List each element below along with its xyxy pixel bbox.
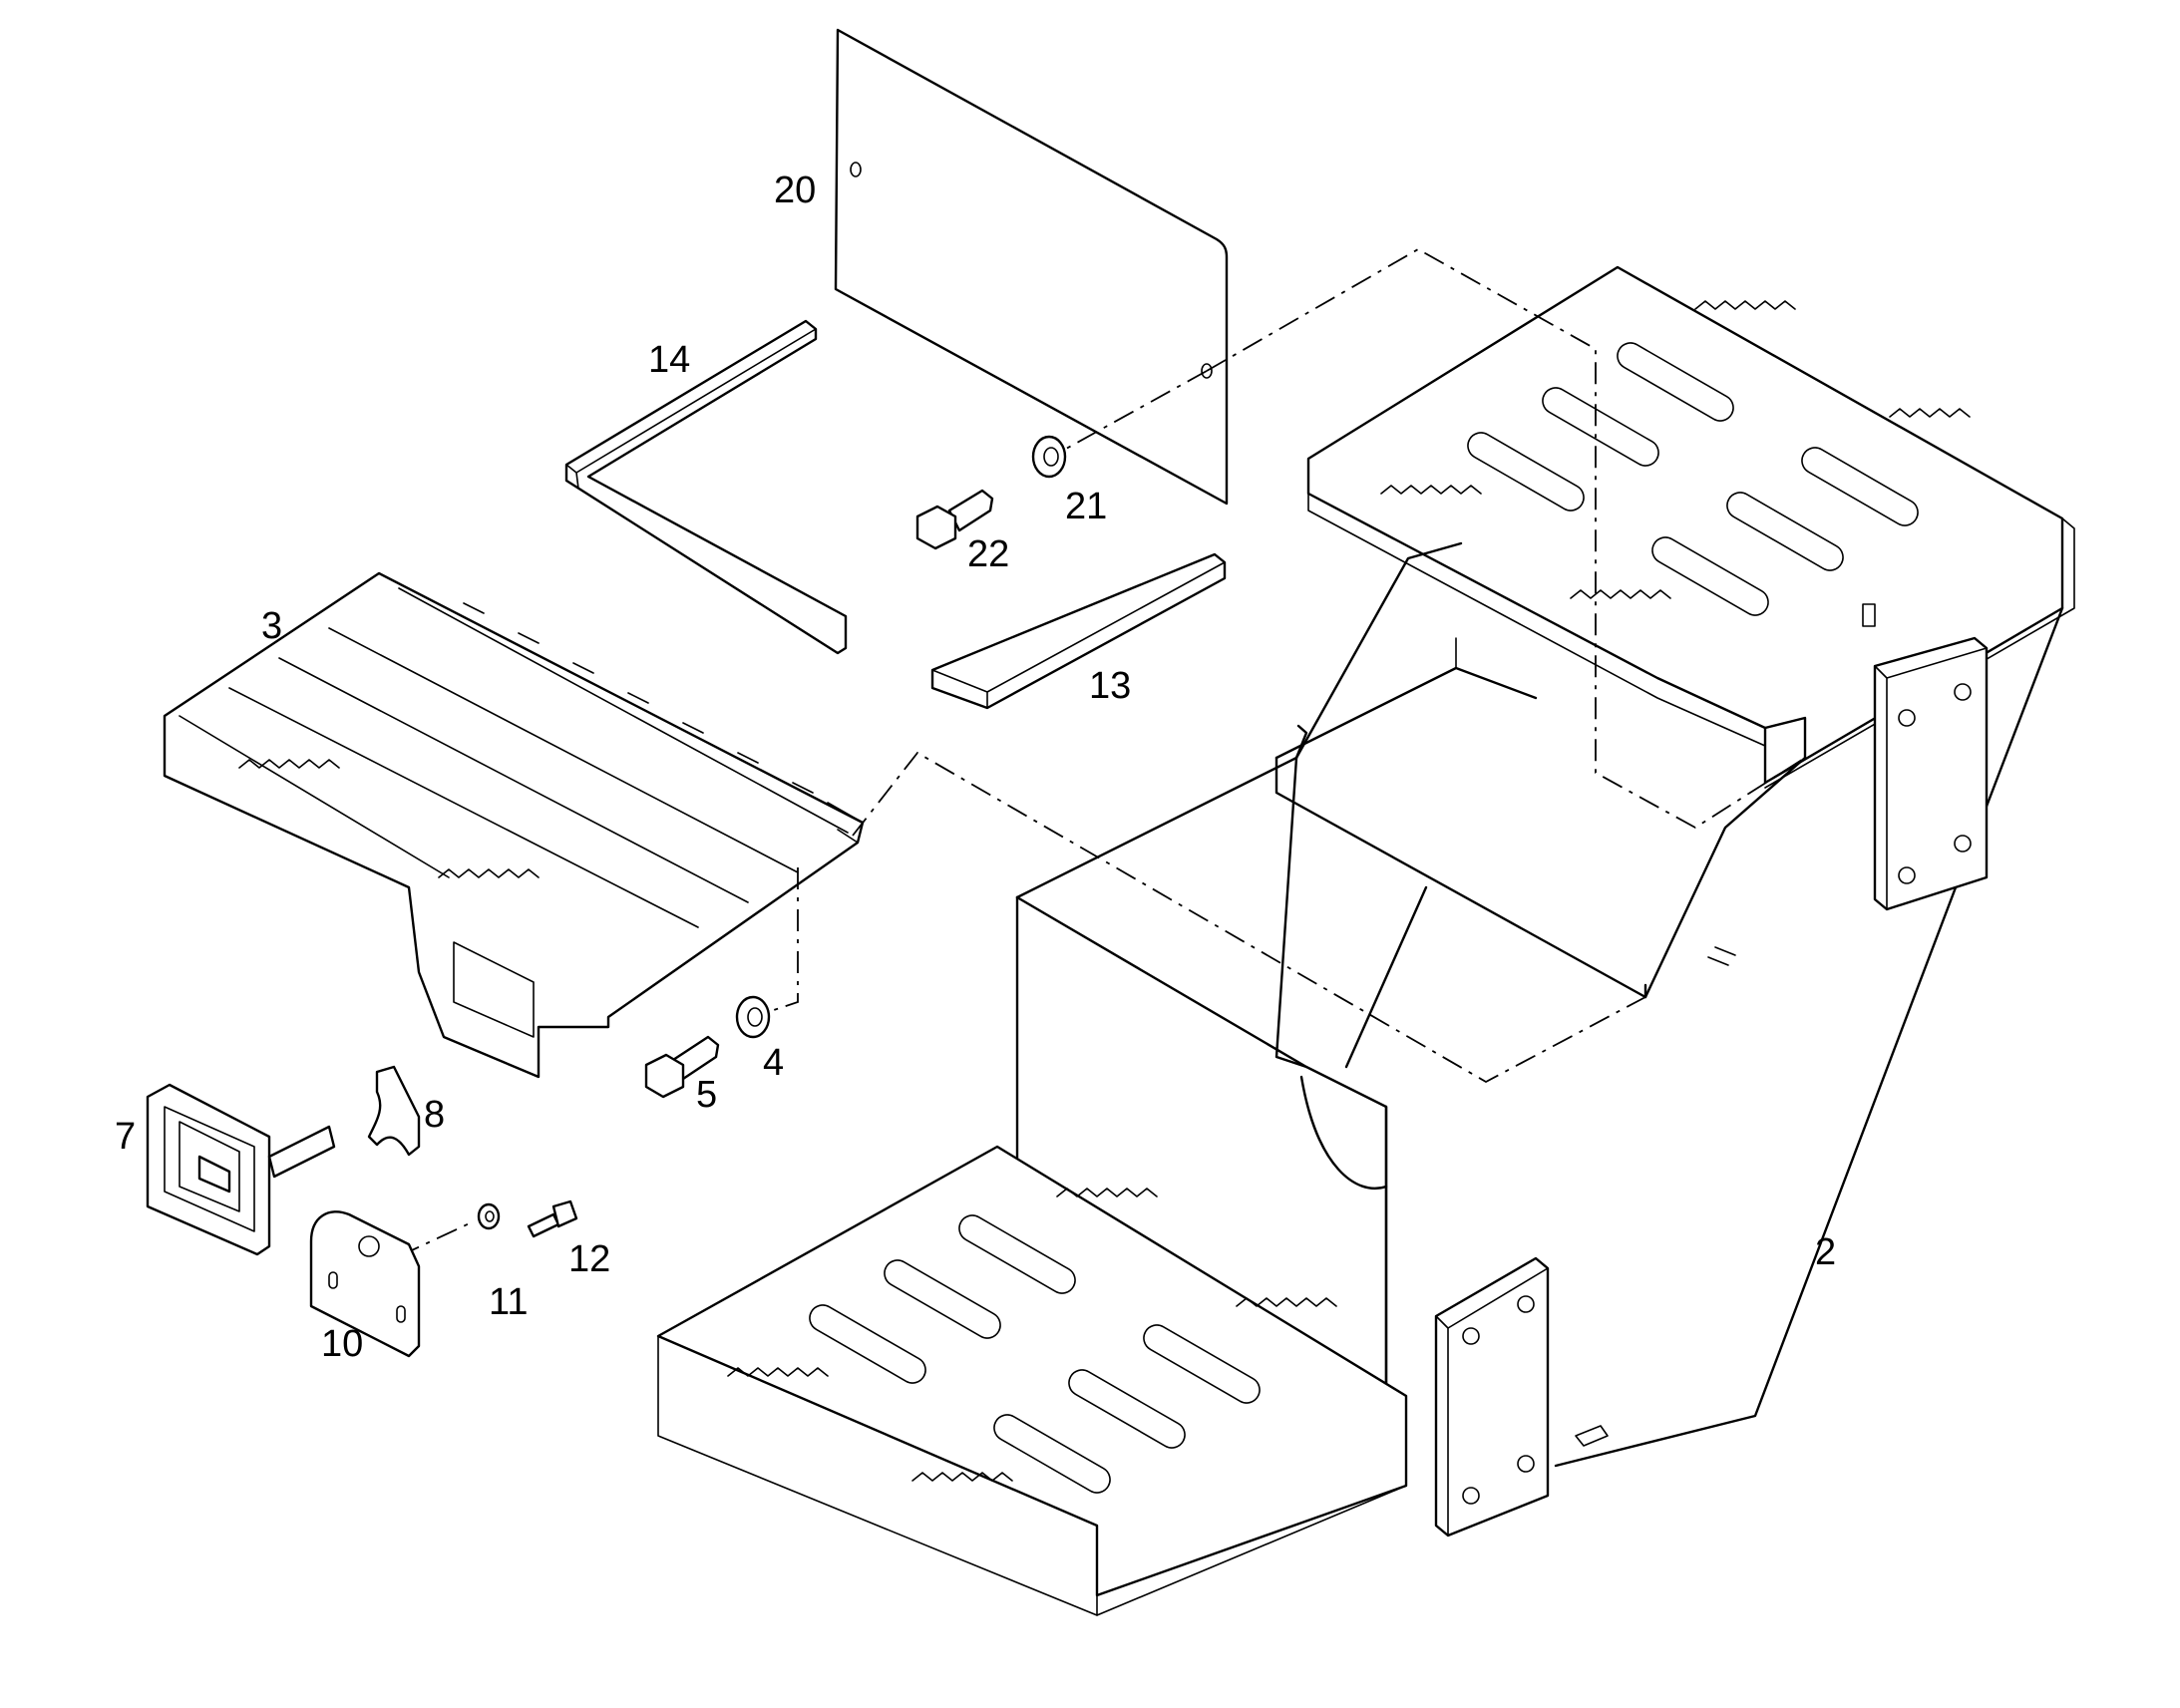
callout-4: 4 (763, 1042, 784, 1084)
part-21-washer (1031, 435, 1067, 479)
callout-12: 12 (568, 1238, 610, 1280)
callout-8: 8 (424, 1094, 445, 1136)
callout-3: 3 (261, 605, 282, 647)
part-14-seal-strip (564, 319, 848, 655)
part-11-washer (477, 1202, 501, 1230)
callout-22: 22 (967, 533, 1009, 575)
callout-5: 5 (696, 1074, 717, 1116)
callout-20: 20 (774, 170, 816, 211)
callout-21: 21 (1065, 486, 1107, 527)
assembly-line-washer-21 (1056, 370, 1208, 455)
callout-10: 10 (321, 1323, 363, 1365)
callout-2: 2 (1815, 1231, 1836, 1273)
callout-14: 14 (648, 339, 690, 381)
part-22-bolt (915, 489, 994, 550)
callout-11: 11 (489, 1281, 528, 1323)
part-12-screw (527, 1199, 578, 1238)
callout-7: 7 (115, 1116, 136, 1158)
part-8-hook (367, 1065, 421, 1157)
assembly-line-upper (1206, 247, 1806, 830)
assembly-line-lower (852, 751, 1646, 1084)
callout-13: 13 (1089, 665, 1131, 707)
part-2-step-frame (656, 265, 2075, 1616)
part-4-washer (735, 995, 771, 1039)
part-5-bolt (644, 1035, 720, 1099)
part-13-seal-strip (930, 552, 1227, 710)
part-7-latch (146, 1083, 336, 1256)
assembly-line-washer-4 (767, 867, 799, 1013)
part-10-plate (309, 1210, 421, 1358)
part-20-cover-plate (834, 28, 1229, 506)
